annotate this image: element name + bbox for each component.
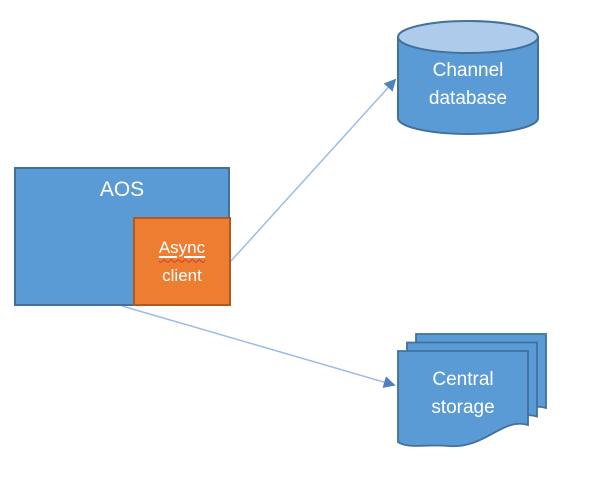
aos-node-label: AOS: [99, 178, 145, 201]
cylinder-top: [397, 20, 539, 54]
central-storage-label: Central storage: [398, 366, 528, 422]
connector-async-client-to-channel-database: [230, 78, 397, 262]
cylinder-body: [397, 36, 539, 135]
channel-database-label-text: Channel database: [428, 60, 508, 109]
connector-aos-to-central-storage: [121, 305, 396, 388]
misspelled-word: Async: [158, 237, 206, 257]
async-client-label-line2: client: [162, 265, 202, 285]
async-client-node: Async client: [133, 217, 231, 306]
async-client-label-line1: Async: [159, 234, 205, 262]
central-storage-label-text: Central storage: [431, 369, 495, 418]
channel-database-cylinder-shape: [397, 20, 539, 135]
channel-database-label: Channel database: [398, 57, 538, 113]
